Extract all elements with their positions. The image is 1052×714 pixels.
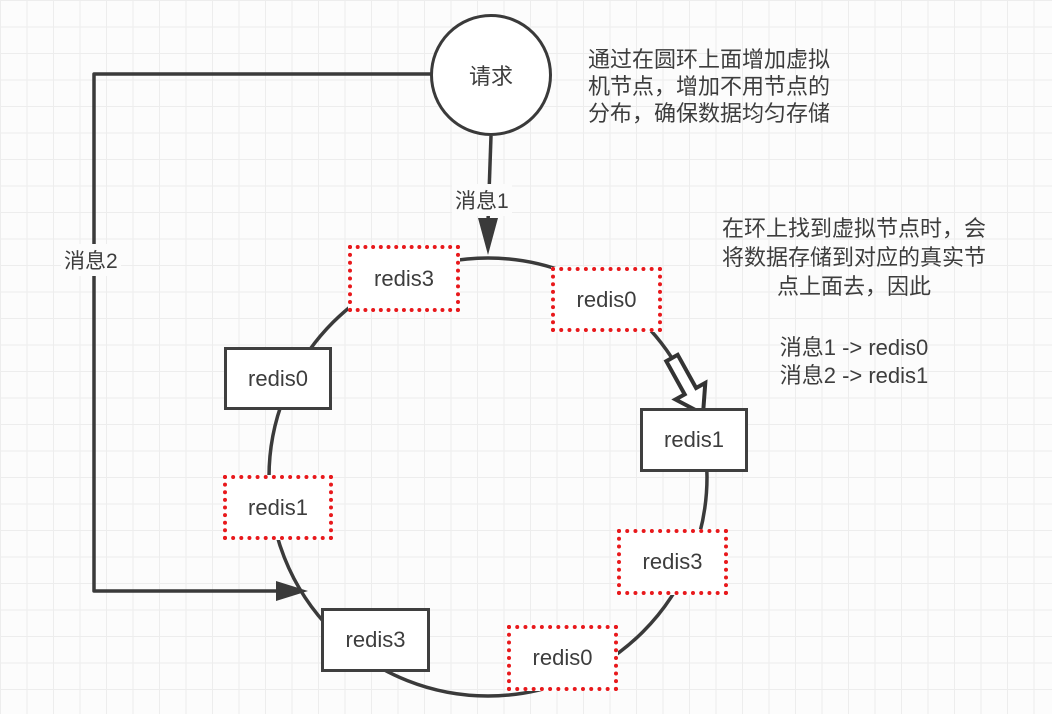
message1-arrowhead-icon [478, 218, 498, 255]
message2-arrowhead-icon [276, 581, 308, 601]
note-line: 点上面去，因此 [776, 274, 931, 299]
message-mapping-list: 消息1 -> redis0 消息2 -> redis1 [708, 334, 1000, 390]
ring-node-redis0-virtual-bottom: redis0 [507, 625, 618, 691]
ring-node-redis1-virtual-left-lower: redis1 [223, 475, 333, 540]
ring-node-redis1-real-right: redis1 [640, 408, 748, 472]
message1-edge-label: 消息1 [452, 184, 512, 216]
note-line: 通过在圆环上面增加虚拟 [588, 47, 831, 72]
message2-edge-label: 消息2 [61, 244, 121, 276]
storage-explanation-note: 在环上找到虚拟节点时，会 将数据存储到对应的真实节 点上面去，因此 [708, 214, 1000, 301]
note-line: 在环上找到虚拟节点时，会 [721, 216, 986, 241]
message2-edge-line [92, 72, 431, 593]
ring-node-redis3-virtual-lower-right: redis3 [617, 529, 728, 595]
note-line: 将数据存储到对应的真实节 [721, 245, 986, 270]
message-mapping-item: 消息1 -> redis0 [779, 335, 929, 360]
ring-node-redis3-virtual-top-left: redis3 [348, 245, 460, 312]
ring-node-redis3-real-bottom-left: redis3 [321, 608, 430, 672]
ring-node-redis0-real-left-upper: redis0 [224, 347, 332, 410]
note-line: 机节点，增加不用节点的 [588, 74, 831, 99]
message-mapping-item: 消息2 -> redis1 [779, 363, 929, 388]
ring-node-redis0-virtual-top-right: redis0 [551, 267, 662, 332]
note-line: 分布，确保数据均匀存储 [588, 101, 831, 126]
virtual-node-explanation-note: 通过在圆环上面增加虚拟 机节点，增加不用节点的 分布，确保数据均匀存储 [588, 46, 888, 127]
request-node: 请求 [430, 14, 552, 136]
hollow-arrow-icon [663, 352, 708, 418]
